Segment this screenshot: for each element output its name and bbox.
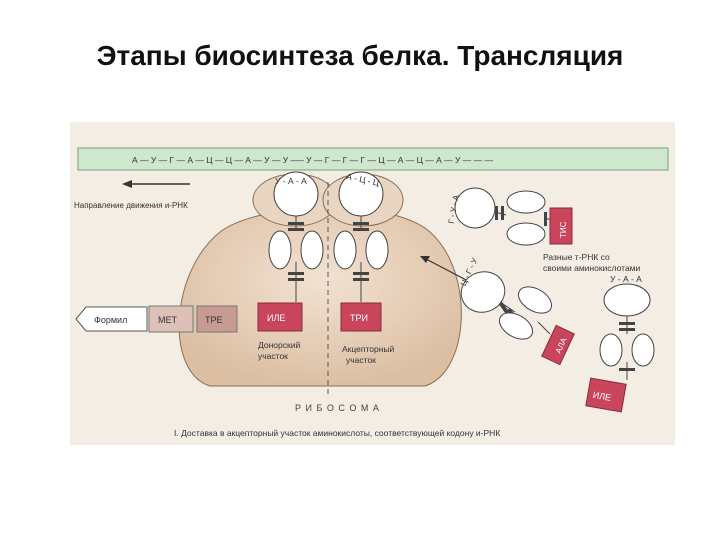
mrna-strip [77,147,669,171]
figure-caption: I. Доставка в акцепторный участок аминок… [174,428,500,438]
donor-label-1: Донорский [258,340,300,350]
acceptor-label-1: Акцепторный [342,344,395,354]
chain-formyl: Формил [94,315,127,325]
mrna-sequence: А — У — Г — А — Ц — Ц — А — У — У —– У —… [132,155,494,165]
slide-title: Этапы биосинтеза белка. Трансляция [96,40,624,71]
aa-acceptor: ТРИ [350,313,368,323]
trna-acceptor [333,171,389,302]
donor-label-2: участок [258,351,288,361]
codon-ile-free: У - А - А [610,274,642,284]
aa-ala-box [541,324,575,366]
ribosome-label: Р И Б О С О М А [295,403,380,413]
aa-acceptor-box [340,302,382,332]
aa-tis: ТИС [559,221,568,238]
chain-tre: ТРЕ [205,315,223,325]
trna-caption-2: своими аминокислотами [543,263,641,273]
ribosome-large-subunit [178,207,462,387]
chain-met-box [148,305,194,333]
chain-met: МЕТ [158,315,178,325]
chain-tre-box [196,305,238,333]
trna-ile [599,283,655,380]
delivery-arrowhead [420,256,430,263]
acceptor-label-2: участок [346,355,376,365]
aa-donor-box [257,302,303,332]
codon-left: У - А - А [275,176,307,186]
delivery-arrow [425,258,471,283]
aa-ile-free-box [585,377,627,413]
direction-arrowhead [122,180,132,188]
trna-caption-1: Разные т-РНК со [543,252,610,262]
direction-label: Направление движения и-РНК [74,201,188,210]
trna-ala [460,271,553,340]
chain-formyl-box [75,306,148,332]
aa-ile-free: ИЛЕ [592,390,612,403]
translation-diagram: А — У — Г — А — Ц — Ц — А — У — У —– У —… [70,122,675,445]
aa-tis-box [549,207,573,245]
trna-donor [268,171,324,302]
trna-tis [454,187,553,246]
aa-donor: ИЛЕ [267,313,285,323]
